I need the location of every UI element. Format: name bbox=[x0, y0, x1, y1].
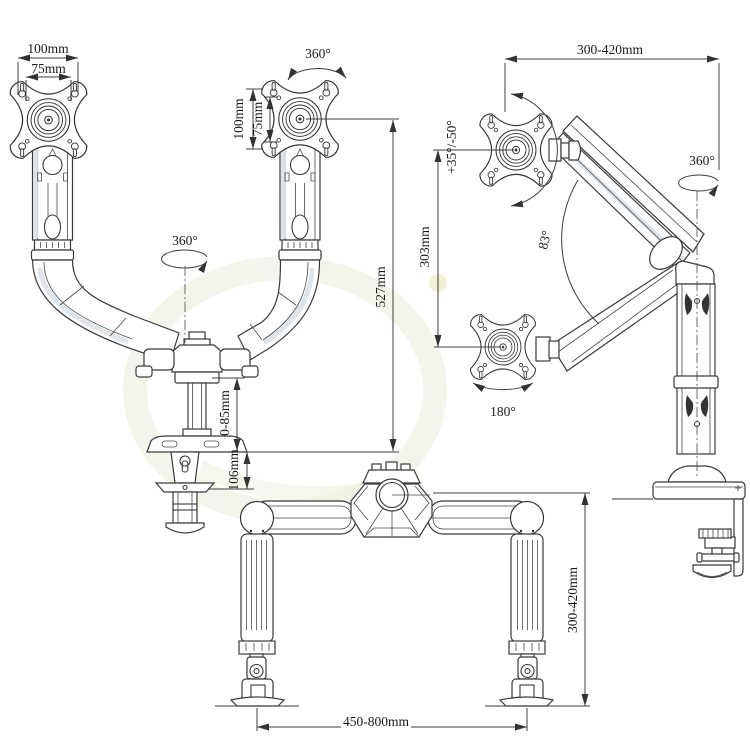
vesa-hole-width-label: 75mm bbox=[31, 61, 66, 76]
head-swivel-label: 360° bbox=[305, 46, 331, 61]
tilt-arc bbox=[510, 92, 558, 208]
front-grommet bbox=[154, 451, 216, 534]
side-view: 360° 300-420mm +35°/-50° 83° 303mm 180° bbox=[417, 42, 746, 579]
height-adjust-label: 0-85mm bbox=[217, 390, 232, 436]
grommet-depth-label: 106mm bbox=[226, 449, 241, 491]
total-height-label: 527mm bbox=[373, 266, 388, 308]
side-arm bbox=[550, 115, 705, 372]
front-view: 360° 360° bbox=[9, 41, 399, 534]
column-rotation-label: 360° bbox=[689, 153, 715, 168]
top-right-forearm bbox=[485, 533, 569, 707]
vesa-width-label: 100mm bbox=[27, 41, 69, 56]
vertical-range-label: 303mm bbox=[417, 226, 432, 268]
left-riser bbox=[32, 143, 74, 260]
front-right-arm bbox=[237, 259, 321, 361]
base-rotation-symbol bbox=[161, 249, 208, 343]
top-arm-reach-label: 300-420mm bbox=[565, 567, 580, 633]
top-hub bbox=[350, 461, 433, 538]
top-left-forearm bbox=[215, 533, 299, 707]
swing-arc bbox=[561, 179, 600, 325]
column-rotation-symbol bbox=[678, 174, 719, 477]
top-dimensions bbox=[256, 492, 590, 731]
front-dimensions bbox=[17, 54, 399, 490]
front-pole bbox=[187, 382, 207, 437]
arm-swing-angle-label: 83° bbox=[535, 229, 554, 251]
arm-span-label: 450-800mm bbox=[343, 714, 409, 729]
tilt-range-label: +35°/-50° bbox=[444, 120, 459, 174]
vesa-hole-height-label: 75mm bbox=[250, 101, 265, 136]
right-riser bbox=[279, 143, 321, 260]
vesa-height-label: 100mm bbox=[231, 98, 246, 140]
pan-range-label: 180° bbox=[490, 404, 516, 419]
top-view: 450-800mm 300-420mm bbox=[215, 461, 590, 731]
front-base bbox=[146, 428, 248, 453]
base-rotation-label: 360° bbox=[172, 233, 198, 248]
side-column bbox=[673, 260, 719, 455]
side-dimensions bbox=[433, 55, 720, 348]
pan-arc bbox=[472, 382, 534, 393]
side-base-clamp bbox=[612, 465, 746, 579]
side-brackets bbox=[535, 138, 582, 362]
arm-reach-label: 300-420mm bbox=[577, 42, 643, 57]
top-ball-joints bbox=[239, 500, 545, 536]
head-swivel-arc bbox=[287, 66, 347, 81]
front-hub bbox=[135, 331, 259, 384]
